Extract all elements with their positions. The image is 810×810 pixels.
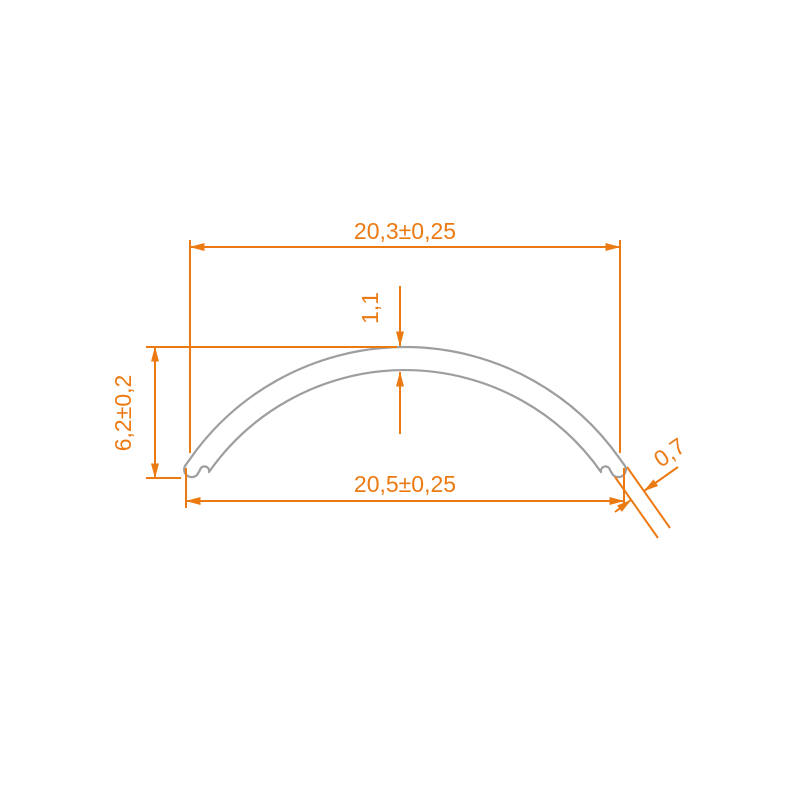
dimension-label-top-width: 20,3±0,25 bbox=[354, 218, 456, 244]
dimension-bottom-width: 20,5±0,25 bbox=[185, 468, 625, 508]
arrow-line-lower bbox=[614, 499, 632, 513]
dimension-top-width: 20,3±0,25 bbox=[189, 218, 621, 453]
dimension-label-overall-height: 6,2±0,2 bbox=[110, 375, 136, 452]
dimension-label-lip-thickness: 0,7 bbox=[649, 433, 690, 473]
dimension-overall-height: 6,2±0,2 bbox=[110, 346, 397, 479]
dimension-label-crown-thickness: 1,1 bbox=[357, 292, 383, 324]
arrow-line-upper bbox=[643, 466, 679, 492]
dimension-label-bottom-width: 20,5±0,25 bbox=[354, 471, 456, 497]
profile-outline bbox=[183, 345, 627, 479]
dimension-lip-thickness: 0,7 bbox=[614, 433, 690, 539]
extension-line-inner bbox=[614, 476, 659, 539]
extension-line-outer bbox=[626, 466, 671, 529]
dimension-crown-thickness: 1,1 bbox=[357, 286, 404, 434]
